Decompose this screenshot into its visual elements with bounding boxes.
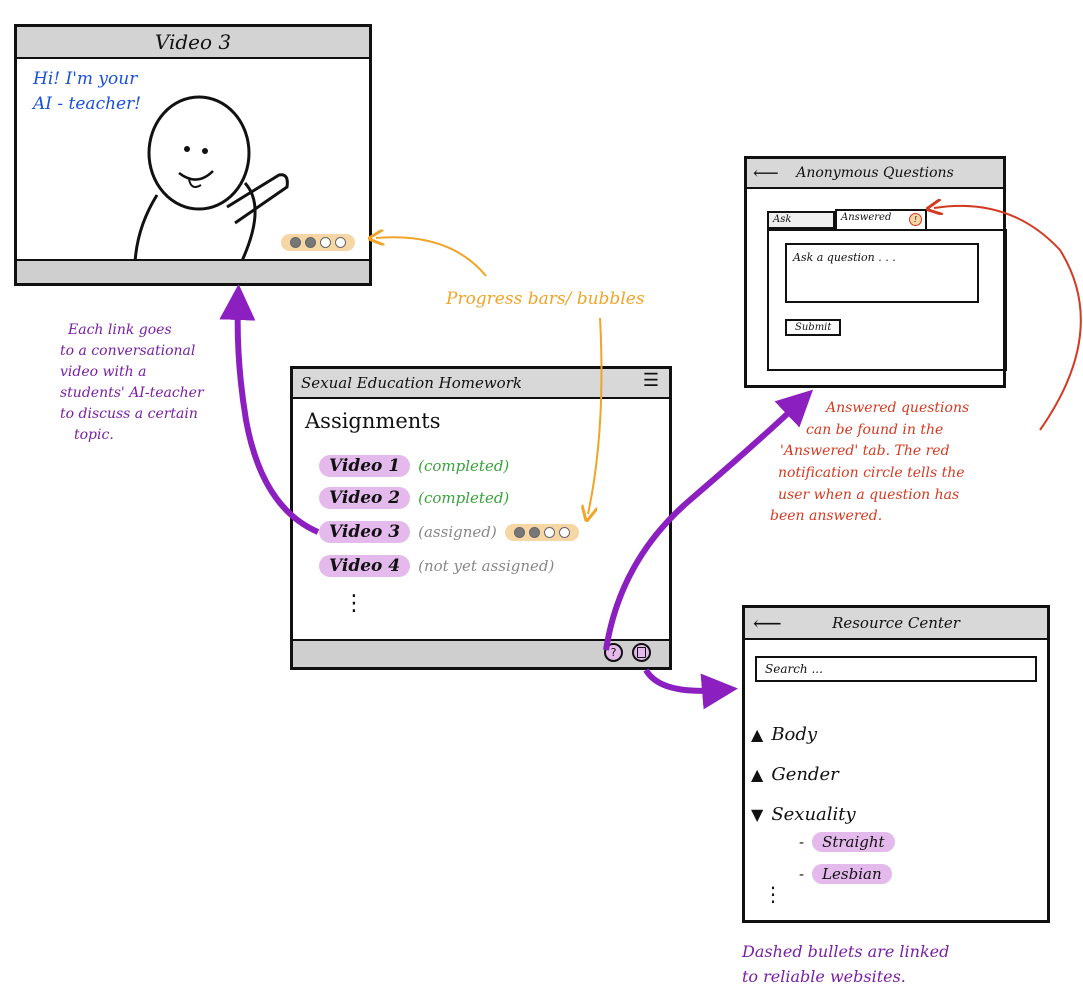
annotation-line: can be found in the bbox=[806, 421, 944, 438]
homework-title: Sexual Education Homework bbox=[301, 374, 522, 392]
assignment-status: (completed) bbox=[418, 489, 510, 507]
arrow-book-to-resources bbox=[643, 668, 738, 710]
back-arrow-icon[interactable]: ⟵ bbox=[753, 162, 779, 184]
dash-bullet-icon: - bbox=[799, 833, 805, 851]
ai-teacher-character bbox=[133, 95, 289, 263]
progress-dot-empty bbox=[543, 526, 555, 538]
ai-greeting-line1: Hi! I'm your bbox=[33, 69, 138, 89]
annotation-line: to a conversational bbox=[60, 343, 196, 359]
category-body[interactable]: ▲ Body bbox=[751, 724, 817, 745]
category-label: Gender bbox=[771, 764, 839, 785]
assignment-status: (assigned) bbox=[418, 523, 497, 541]
arrow-progress-to-video bbox=[376, 237, 487, 277]
resource-title: Resource Center bbox=[832, 614, 960, 632]
progress-dot-empty bbox=[558, 526, 570, 538]
annotation-line: 'Answered' tab. The red bbox=[780, 443, 950, 460]
tab-answered-label: Answered bbox=[841, 212, 892, 223]
subitem-link[interactable]: Lesbian bbox=[812, 864, 892, 884]
annotation-line: topic. bbox=[74, 427, 114, 443]
questions-title: Anonymous Questions bbox=[796, 165, 954, 181]
annotation-line: Dashed bullets are linked bbox=[742, 942, 950, 961]
progress-dot-empty bbox=[320, 237, 331, 248]
more-items-indicator: ⋮ bbox=[763, 882, 783, 906]
annotation-line: Answered questions bbox=[826, 400, 970, 416]
homework-bottombar: ? bbox=[293, 639, 669, 667]
assignment-row[interactable]: Video 4 (not yet assigned) bbox=[319, 555, 554, 577]
video-window: Video 3 Hi! I'm your AI - teacher! bbox=[14, 24, 372, 286]
assignment-row[interactable]: Video 1 (completed) bbox=[319, 455, 509, 477]
assignment-row[interactable]: Video 3 (assigned) bbox=[319, 521, 579, 543]
video-window-title: Video 3 bbox=[154, 30, 232, 54]
resource-window: ⟵ Resource Center Search ... ▲ Body ▲ Ge… bbox=[742, 605, 1050, 923]
assignment-progress-bubbles bbox=[504, 523, 579, 541]
annotation-line: been answered. bbox=[770, 508, 883, 525]
assignment-link[interactable]: Video 2 bbox=[319, 487, 411, 509]
resource-book-button[interactable] bbox=[632, 643, 651, 662]
questions-titlebar: ⟵ Anonymous Questions bbox=[747, 159, 1003, 189]
dash-bullet-icon: - bbox=[799, 865, 805, 883]
assignment-link[interactable]: Video 3 bbox=[319, 521, 411, 543]
video-progress-bubbles bbox=[281, 234, 355, 251]
category-label: Sexuality bbox=[771, 804, 856, 825]
annotation-line: students' AI-teacher bbox=[60, 385, 204, 401]
subitem-link[interactable]: Straight bbox=[812, 832, 895, 852]
assignment-link[interactable]: Video 4 bbox=[319, 555, 411, 577]
homework-titlebar: Sexual Education Homework ☰ bbox=[293, 369, 669, 399]
progress-dot-filled bbox=[305, 237, 316, 248]
video-window-titlebar: Video 3 bbox=[17, 27, 369, 59]
submit-button[interactable]: Submit bbox=[785, 319, 842, 336]
subitem-lesbian[interactable]: - Lesbian bbox=[799, 864, 892, 884]
links-annotation: Each link goes to a conversational video… bbox=[60, 320, 204, 446]
tab-answered[interactable]: Answered ! bbox=[835, 209, 927, 229]
homework-window: Sexual Education Homework ☰ Assignments … bbox=[290, 366, 672, 670]
menu-icon[interactable]: ☰ bbox=[642, 370, 659, 391]
search-input[interactable]: Search ... bbox=[755, 656, 1037, 682]
annotation-line: to discuss a certain bbox=[60, 406, 198, 422]
assignment-status: (completed) bbox=[418, 457, 510, 475]
questions-window: ⟵ Anonymous Questions Ask Answered ! Ask… bbox=[744, 156, 1007, 388]
question-input[interactable]: Ask a question . . . bbox=[785, 243, 979, 303]
answered-annotation: Answered questions can be found in the '… bbox=[770, 398, 970, 528]
annotation-line: video with a bbox=[60, 364, 147, 380]
video-window-bottombar bbox=[17, 259, 369, 283]
progress-dot-empty bbox=[335, 237, 346, 248]
resource-titlebar: ⟵ Resource Center bbox=[745, 608, 1047, 640]
assignment-link[interactable]: Video 1 bbox=[319, 455, 411, 477]
book-icon bbox=[637, 647, 646, 658]
annotation-line: Each link goes bbox=[68, 322, 172, 338]
subitem-straight[interactable]: - Straight bbox=[799, 832, 895, 852]
progress-dot-filled bbox=[513, 526, 525, 538]
progress-dot-filled bbox=[290, 237, 301, 248]
category-gender[interactable]: ▲ Gender bbox=[751, 764, 839, 785]
more-items-indicator: ⋮ bbox=[343, 591, 365, 616]
dashed-annotation: Dashed bullets are linked to reliable we… bbox=[742, 940, 949, 990]
assignment-status: (not yet assigned) bbox=[418, 557, 555, 575]
triangle-up-icon: ▲ bbox=[751, 765, 764, 784]
annotation-line: notification circle tells the bbox=[778, 465, 965, 482]
back-arrow-icon[interactable]: ⟵ bbox=[753, 611, 782, 635]
triangle-up-icon: ▲ bbox=[751, 725, 764, 744]
questions-panel: Ask a question . . . Submit bbox=[767, 229, 1007, 371]
category-sexuality[interactable]: ▼ Sexuality bbox=[751, 804, 856, 825]
ai-greeting: Hi! I'm your AI - teacher! bbox=[33, 67, 141, 116]
notification-badge: ! bbox=[909, 213, 922, 226]
tab-ask[interactable]: Ask bbox=[767, 211, 835, 229]
triangle-down-icon: ▼ bbox=[751, 805, 764, 824]
category-label: Body bbox=[771, 724, 818, 745]
assignment-row[interactable]: Video 2 (completed) bbox=[319, 487, 509, 509]
progress-dot-filled bbox=[528, 526, 540, 538]
annotation-line: to reliable websites. bbox=[742, 966, 906, 986]
help-question-button[interactable]: ? bbox=[604, 643, 623, 662]
annotation-line: user when a question has bbox=[778, 486, 960, 503]
assignments-heading: Assignments bbox=[305, 409, 441, 433]
progress-annotation: Progress bars/ bubbles bbox=[446, 289, 645, 309]
ai-greeting-line2: AI - teacher! bbox=[33, 93, 142, 114]
